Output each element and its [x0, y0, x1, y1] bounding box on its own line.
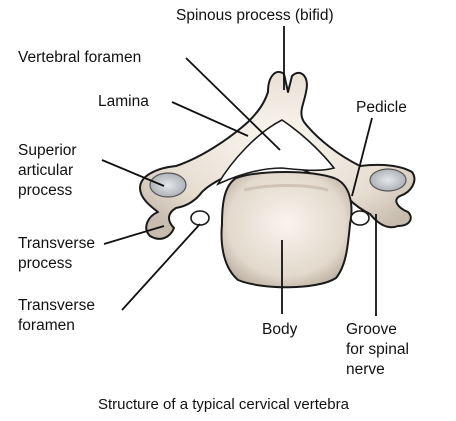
label-line: process	[18, 181, 77, 201]
label-lamina: Lamina	[98, 92, 149, 112]
left-transverse-foramen	[191, 211, 209, 225]
label-transverse-foramen: Transverse foramen	[18, 296, 95, 336]
label-pedicle: Pedicle	[356, 98, 407, 118]
left-articular-facet	[150, 173, 186, 197]
label-line: Transverse	[18, 296, 95, 316]
label-line: articular	[18, 161, 77, 181]
label-line: Superior	[18, 141, 77, 161]
vertebral-body	[222, 172, 352, 287]
label-line: for spinal	[346, 340, 409, 360]
label-vertebral-foramen: Vertebral foramen	[18, 48, 141, 68]
right-transverse-foramen	[351, 211, 369, 225]
right-articular-facet	[370, 169, 406, 191]
label-line: process	[18, 254, 95, 274]
figure-caption: Structure of a typical cervical vertebra	[98, 396, 349, 413]
label-groove-for-spinal-nerve: Groove for spinal nerve	[346, 320, 409, 380]
label-spinous-process: Spinous process (bifid)	[176, 6, 334, 26]
label-line: foramen	[18, 316, 95, 336]
label-transverse-process: Transverse process	[18, 234, 95, 274]
label-line: nerve	[346, 360, 409, 380]
label-superior-articular-process: Superior articular process	[18, 141, 77, 201]
label-line: Groove	[346, 320, 409, 340]
label-line: Transverse	[18, 234, 95, 254]
label-body: Body	[262, 320, 297, 340]
